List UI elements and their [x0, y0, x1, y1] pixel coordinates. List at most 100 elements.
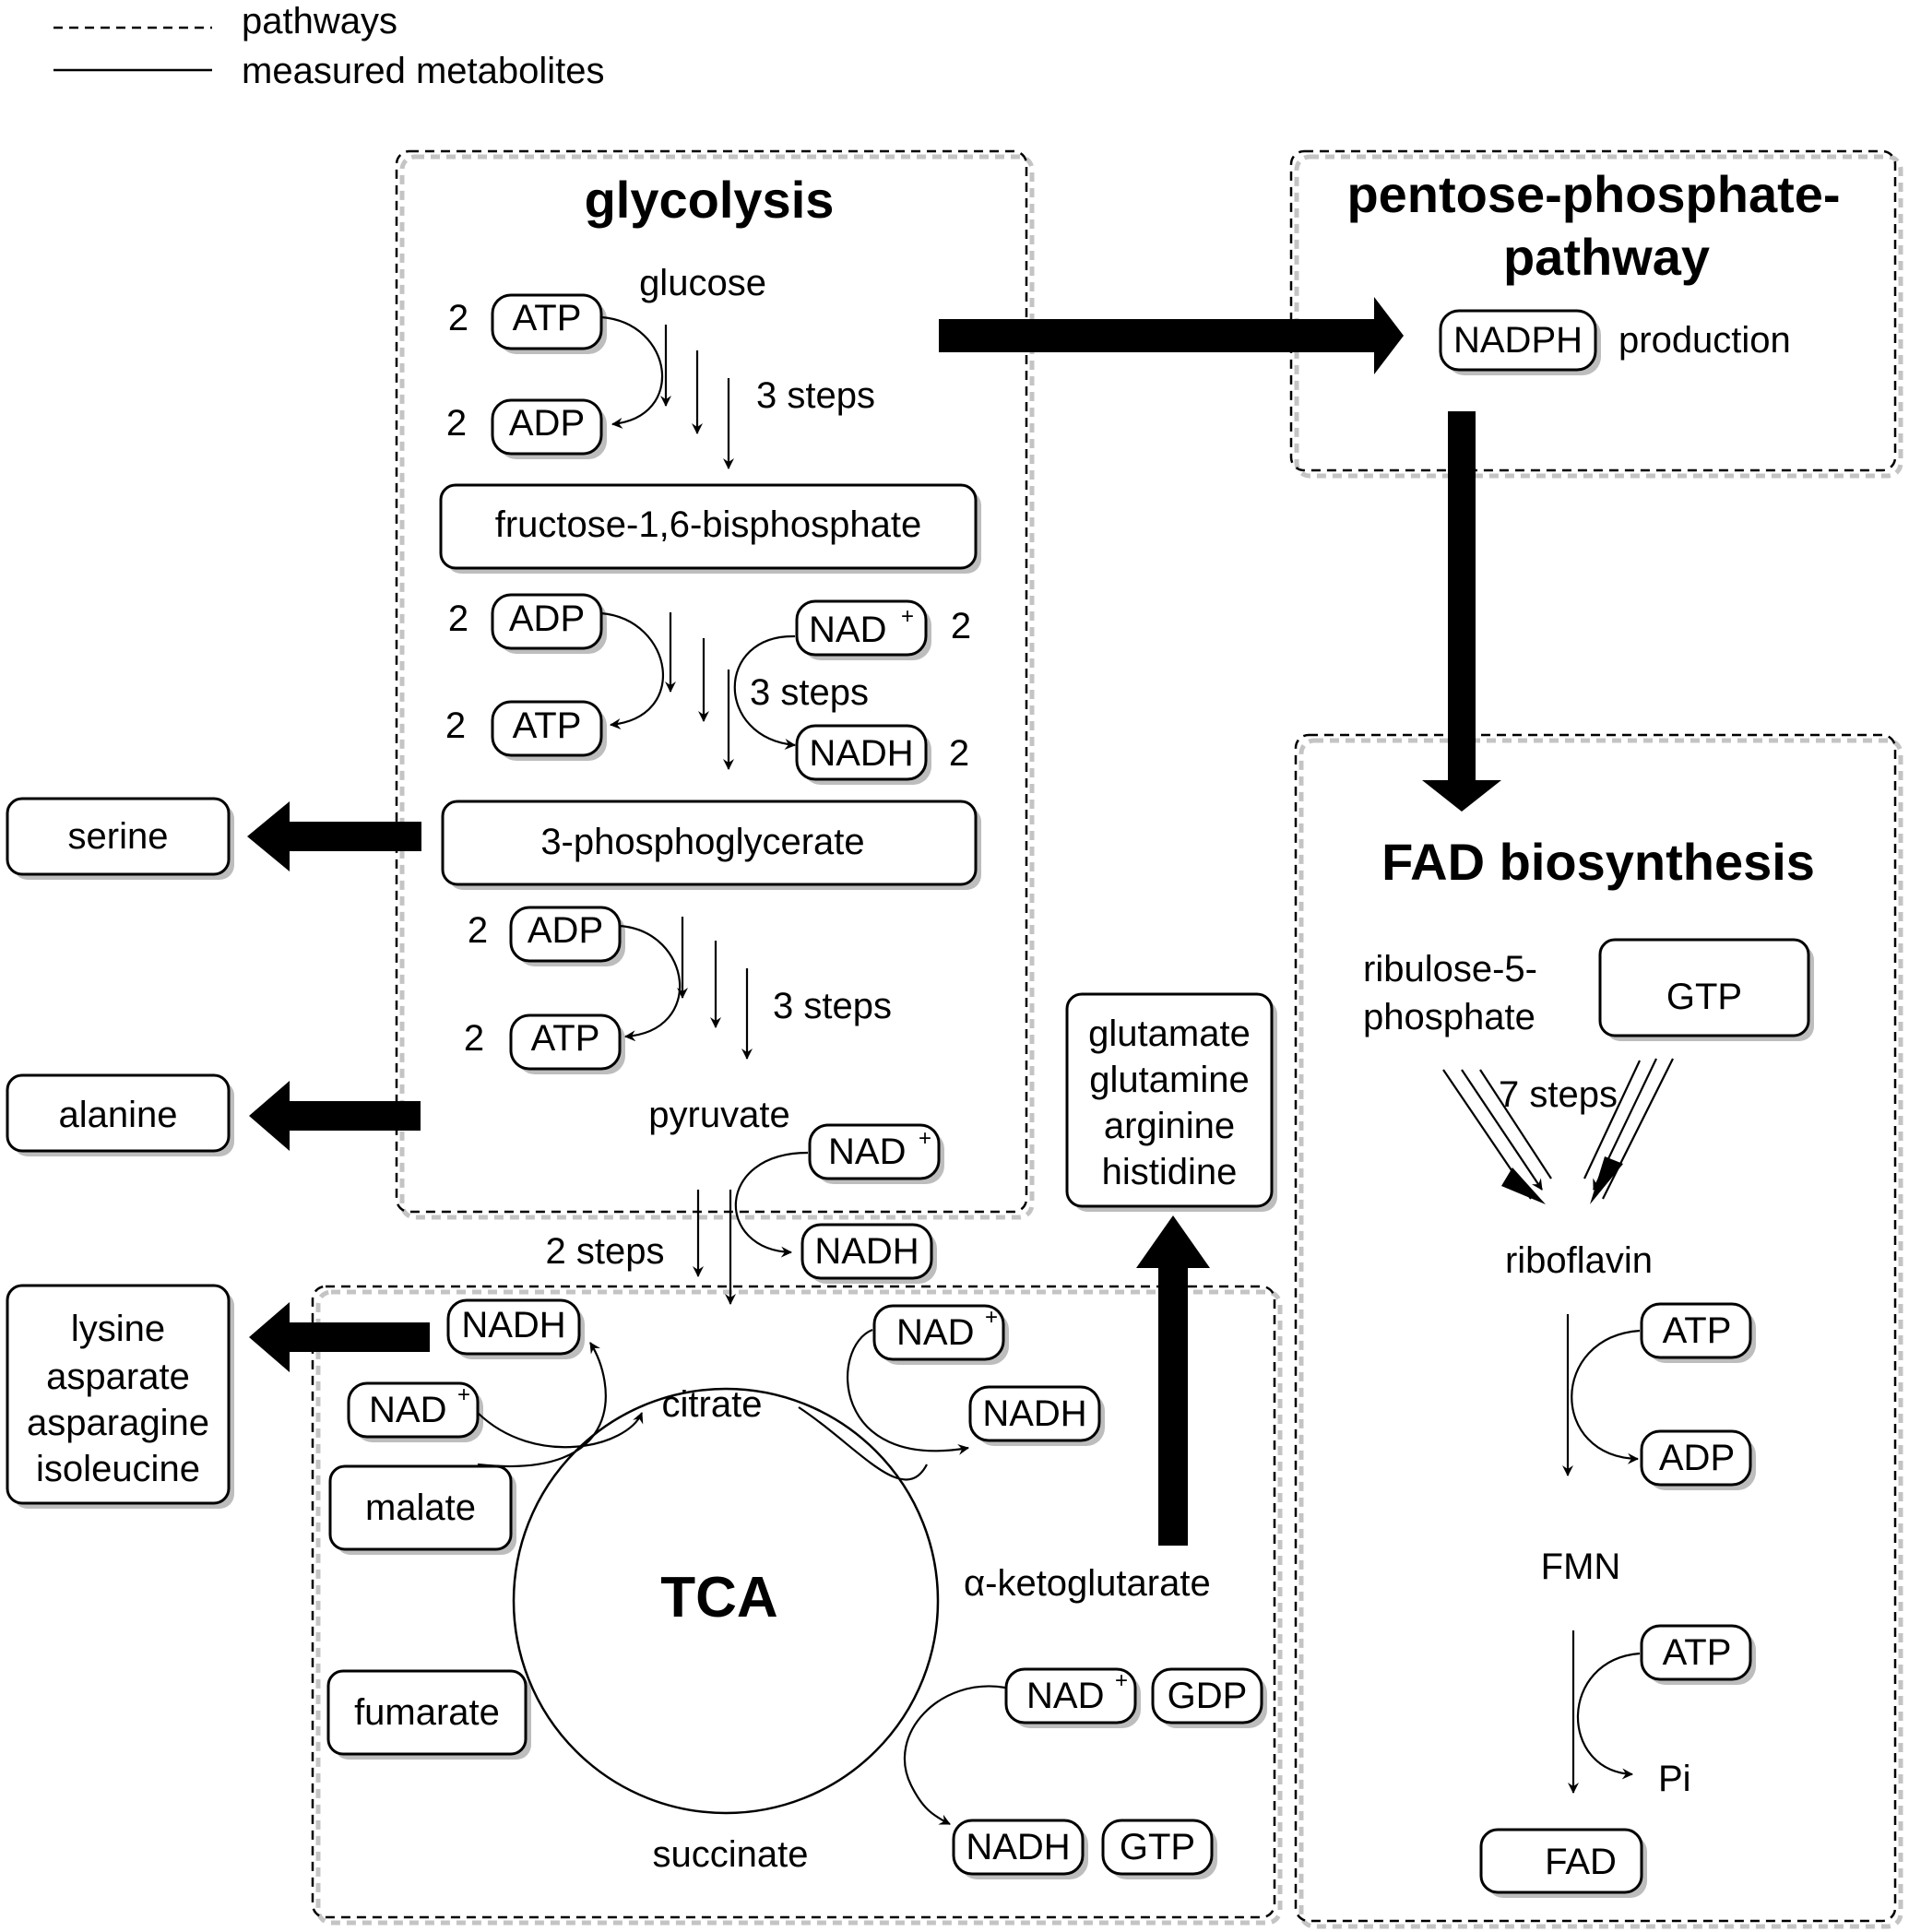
nad-plus-box	[808, 1123, 941, 1180]
atp-box	[509, 1013, 622, 1071]
nad-superscript: +	[1115, 1668, 1128, 1693]
serine-label: serine	[68, 816, 169, 857]
steps-label: 3 steps	[773, 986, 892, 1026]
3-phosphoglycerate-label: 3-phosphoglycerate	[540, 822, 864, 862]
nadph-box	[1439, 309, 1597, 372]
pyruvate-label: pyruvate	[648, 1095, 789, 1135]
nad-plus-box	[1004, 1667, 1137, 1725]
adp-label: ADP	[509, 403, 585, 444]
fad-label: FAD	[1545, 1842, 1617, 1882]
glucose-label: glucose	[639, 263, 766, 303]
3-phosphoglycerate-box	[441, 800, 978, 886]
arrow-to-serine	[247, 801, 421, 871]
stoich-coefficient: 2	[448, 599, 468, 639]
glycolysis-box	[395, 149, 1028, 1214]
adp-label: ADP	[1659, 1438, 1735, 1478]
nad-superscript: +	[985, 1305, 998, 1330]
nadh-box	[795, 724, 928, 781]
nad-label: NAD	[896, 1312, 974, 1353]
stoich-coefficient: 2	[464, 1018, 484, 1059]
nadh-box	[800, 1223, 933, 1280]
nadh-label: NADH	[461, 1305, 565, 1345]
tca-cycle-circle	[512, 1387, 940, 1815]
ppp-title-line2: pathway	[1503, 228, 1710, 286]
nad-superscript: +	[457, 1382, 470, 1407]
gtp-box	[1101, 1819, 1214, 1876]
atp-box	[491, 293, 603, 350]
stoich-coefficient: 2	[446, 403, 467, 444]
pi-label: Pi	[1658, 1759, 1691, 1799]
stoich-coefficient: 2	[949, 733, 969, 774]
adp-label: ADP	[509, 599, 585, 639]
stoich-coefficient: 2	[951, 606, 971, 646]
glutamate-group-box	[1065, 992, 1274, 1208]
amino-acid-label: lysine	[71, 1309, 165, 1349]
ribulose-label-line2: phosphate	[1363, 997, 1536, 1037]
steps-label: 3 steps	[750, 672, 869, 713]
nad-plus-box	[872, 1304, 1005, 1361]
ppp-box	[1289, 149, 1897, 472]
amino-acid-label: glutamine	[1089, 1060, 1249, 1100]
alanine-box	[6, 1073, 231, 1153]
nad-label: NAD	[828, 1132, 906, 1172]
atp-label: ATP	[513, 705, 582, 746]
atp-label: ATP	[1663, 1310, 1732, 1351]
adp-box	[491, 398, 603, 456]
fbp-label: fructose-1,6-bisphosphate	[495, 504, 922, 545]
nad-label: NAD	[1026, 1676, 1104, 1716]
fad-title: FAD biosynthesis	[1381, 833, 1815, 891]
nad-plus-box	[347, 1381, 480, 1439]
adp-box	[491, 593, 603, 650]
ppp-title-line1: pentose-phosphate-	[1346, 165, 1840, 223]
atp-label: ATP	[1663, 1632, 1732, 1673]
amino-acid-label: histidine	[1102, 1152, 1238, 1192]
steps-label: 7 steps	[1499, 1074, 1618, 1115]
labels: glucose 2 ATP 2 ADP 3 steps fructose-1,6…	[27, 263, 1791, 1882]
stoich-coefficient: 2	[445, 705, 466, 746]
atp-box	[1640, 1302, 1752, 1359]
alpha-ketoglutarate-label: α-ketoglutarate	[964, 1563, 1211, 1604]
amino-acid-label: asparagine	[27, 1403, 209, 1443]
stoich-coefficient: 2	[448, 298, 468, 338]
nad-label: NAD	[809, 610, 886, 650]
tca-box	[311, 1285, 1276, 1919]
steps-label: 2 steps	[546, 1231, 665, 1272]
malate-label: malate	[365, 1488, 476, 1528]
nadh-box	[952, 1819, 1085, 1876]
fmn-label: FMN	[1541, 1547, 1621, 1587]
serine-box	[6, 797, 231, 876]
nad-plus-box	[795, 599, 928, 657]
stoich-coefficient: 2	[468, 910, 488, 951]
pathway-boxes	[311, 149, 1903, 1929]
lysine-group-box	[6, 1284, 231, 1505]
nadph-label: NADPH	[1453, 320, 1583, 361]
gtp-label: GTP	[1120, 1827, 1195, 1867]
glycolysis-title: glycolysis	[585, 171, 835, 229]
adp-box	[509, 906, 622, 963]
adp-label: ADP	[528, 910, 603, 951]
atp-box	[491, 700, 603, 757]
nadh-label: NADH	[982, 1393, 1086, 1434]
fumarate-label: fumarate	[354, 1692, 500, 1733]
production-label: production	[1618, 320, 1791, 361]
fad-box	[1479, 1828, 1643, 1894]
nadh-box	[446, 1298, 581, 1356]
arrow-to-alanine	[249, 1081, 421, 1151]
citrate-label: citrate	[662, 1384, 763, 1425]
amino-acid-label: isoleucine	[36, 1449, 200, 1489]
legend: pathways measured metabolites	[53, 1, 605, 91]
arrow-to-ppp	[939, 297, 1404, 374]
nadh-label: NADH	[814, 1231, 919, 1272]
atp-box	[1640, 1624, 1752, 1681]
amino-acid-label: glutamate	[1088, 1013, 1251, 1054]
metabolite-boxes	[6, 293, 1814, 1898]
amino-acid-label: arginine	[1104, 1106, 1235, 1146]
nad-label: NAD	[369, 1390, 446, 1430]
nadh-label: NADH	[809, 733, 913, 774]
gdp-label: GDP	[1168, 1676, 1248, 1716]
arrow-to-lysine-group	[249, 1302, 430, 1372]
fad-biosynthesis-box	[1294, 733, 1897, 1923]
atp-label: ATP	[513, 298, 582, 338]
legend-dashed-label: pathways	[242, 1, 397, 41]
